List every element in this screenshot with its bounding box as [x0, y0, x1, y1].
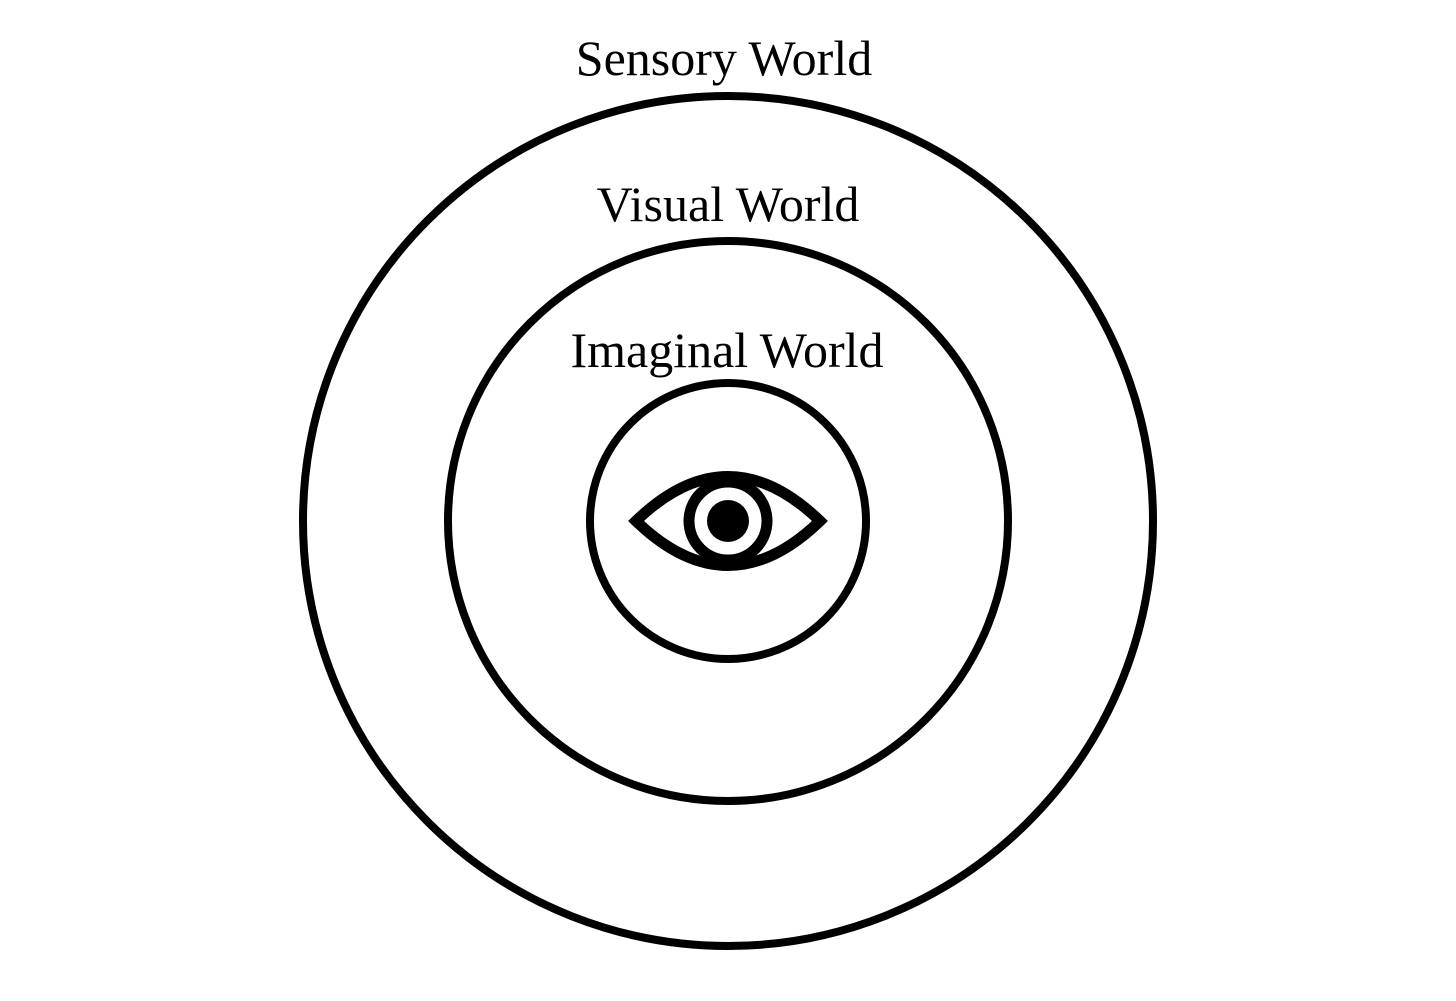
- visual-world-label: Visual World: [597, 176, 860, 232]
- eye-outline: [628, 471, 828, 571]
- sensory-world-label: Sensory World: [576, 30, 872, 86]
- eye-iris: [683, 476, 773, 566]
- sensory-world-ring: [299, 92, 1157, 950]
- imaginal-world-ring: [586, 379, 870, 663]
- eye-pupil: [707, 500, 749, 542]
- eye-icon: [628, 471, 828, 571]
- visual-world-ring: [444, 237, 1012, 805]
- imaginal-world-label: Imaginal World: [570, 322, 883, 378]
